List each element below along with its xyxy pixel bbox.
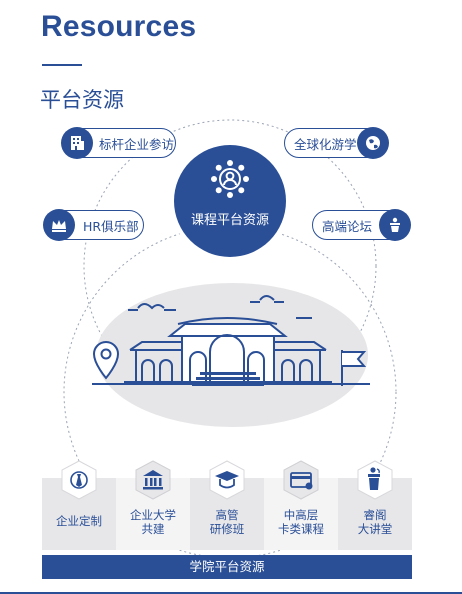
pill-label: HR俱乐部 <box>83 218 139 234</box>
graduation-cap-icon <box>209 460 245 500</box>
tile-management-course[interactable]: 中高层 卡类课程 <box>264 478 338 550</box>
tile-label: 高管 研修班 <box>209 508 245 536</box>
pill-high-end-forum[interactable]: 高端论坛 <box>312 209 411 241</box>
pill-label: 标杆企业参访 <box>99 136 175 152</box>
page-title: Resources <box>41 10 197 43</box>
tile-label: 企业大学 共建 <box>130 508 176 536</box>
pill-hr-club[interactable]: HR俱乐部 <box>43 209 144 241</box>
location-pin-icon <box>92 340 120 380</box>
network-person-icon <box>211 160 249 198</box>
bottom-divider <box>0 592 462 594</box>
tile-label: 睿阁 大讲堂 <box>357 508 393 536</box>
center-label: 课程平台资源 <box>190 213 269 228</box>
pill-global-study[interactable]: 全球化游学 <box>284 127 389 159</box>
card-icon <box>283 460 319 500</box>
title-divider <box>42 64 82 66</box>
section-subtitle: 平台资源 <box>40 88 124 112</box>
bank-icon <box>135 460 171 500</box>
pill-benchmark-visit[interactable]: 标杆企业参访 <box>61 127 176 159</box>
pill-label: 高端论坛 <box>322 218 373 234</box>
footer-bar: 学院平台资源 <box>42 555 412 579</box>
speaker-icon <box>357 460 393 500</box>
center-circle[interactable]: 课程平台资源 <box>174 145 286 257</box>
globe-icon <box>357 127 389 159</box>
pill-label: 全球化游学 <box>294 136 357 152</box>
podium-icon <box>379 209 411 241</box>
academy-building-illustration <box>124 317 332 386</box>
crown-icon <box>43 209 75 241</box>
tile-label: 企业定制 <box>56 514 102 528</box>
tile-label: 中高层 卡类课程 <box>278 508 324 536</box>
flag-icon <box>341 350 367 386</box>
tie-icon <box>61 460 97 500</box>
building-icon <box>61 127 93 159</box>
